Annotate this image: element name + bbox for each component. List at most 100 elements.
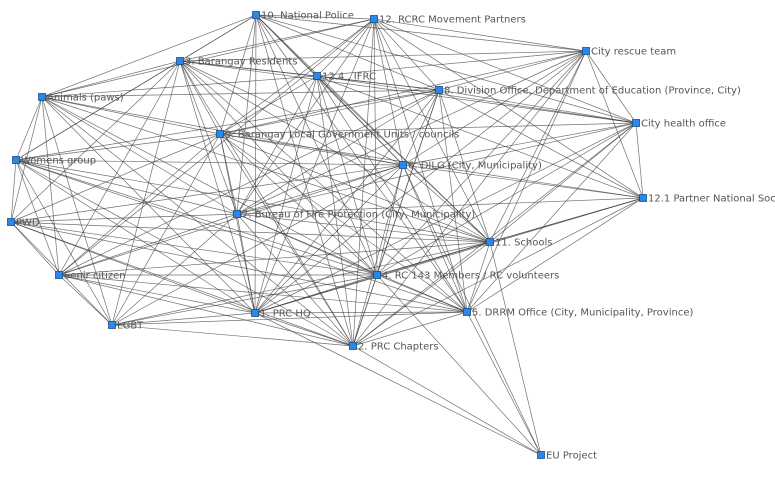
edge-npwd-n1 bbox=[10, 221, 256, 314]
edge-nch-n121 bbox=[635, 122, 644, 199]
edge-n12-ncr bbox=[373, 18, 587, 52]
edge-n12-n1 bbox=[254, 18, 375, 314]
node-marker bbox=[486, 238, 494, 246]
edge-n2-neu bbox=[352, 345, 542, 456]
node-npwd: PWD bbox=[7, 218, 40, 229]
edge-nan-n8 bbox=[41, 89, 440, 98]
edge-ncr-n1 bbox=[254, 50, 587, 314]
edge-n124-n8 bbox=[316, 75, 440, 91]
edge-n8-n9 bbox=[219, 89, 440, 135]
edge-n3-n9 bbox=[179, 60, 221, 135]
edge-n6-n121 bbox=[402, 164, 644, 199]
edge-npwd-nsc bbox=[10, 221, 60, 276]
node-label: PWD bbox=[16, 218, 40, 229]
edge-ncr-nch bbox=[585, 50, 637, 124]
edge-nsc-n5 bbox=[58, 274, 468, 313]
edge-n9-n2 bbox=[219, 133, 354, 347]
edge-n6-nsc bbox=[58, 164, 404, 276]
edge-nwg-nlg bbox=[15, 159, 113, 326]
node-n3: 3. Barangay Residents bbox=[176, 57, 297, 68]
edge-nwg-nsc bbox=[15, 159, 60, 276]
edge-n6-n5 bbox=[402, 164, 468, 313]
edge-n9-npwd bbox=[10, 133, 221, 223]
edge-n9-n4 bbox=[219, 133, 378, 276]
edge-n121-n7 bbox=[236, 197, 644, 215]
edge-nch-n2 bbox=[352, 122, 637, 347]
edge-n6-n4 bbox=[376, 164, 404, 276]
node-label: 3. Barangay Residents bbox=[185, 57, 297, 68]
node-label: Animals (paws) bbox=[47, 93, 124, 104]
edge-n1-neu bbox=[254, 312, 542, 456]
node-n4: 4. RC 143 Members / RC volunteers bbox=[373, 271, 559, 282]
node-label: 10. National Police bbox=[261, 11, 354, 22]
node-marker bbox=[632, 119, 640, 127]
edge-nwg-n11 bbox=[15, 159, 491, 243]
edge-nch-n1 bbox=[254, 122, 637, 314]
edge-nan-nsc bbox=[41, 96, 60, 276]
edge-n3-nwg bbox=[15, 60, 181, 161]
edge-n8-n121 bbox=[438, 89, 644, 199]
node-label: 8. Division Office, Department of Educat… bbox=[444, 86, 741, 97]
node-label: EU Project bbox=[546, 451, 597, 462]
node-marker bbox=[38, 93, 46, 101]
edge-n124-n121 bbox=[316, 75, 644, 199]
node-ncr: City rescue team bbox=[582, 47, 676, 58]
edge-npwd-n4 bbox=[10, 221, 378, 276]
node-n7: 7. Bureau of Fire Protection (City, Muni… bbox=[233, 210, 475, 221]
edge-nwg-n5 bbox=[15, 159, 468, 313]
edge-n124-n1 bbox=[254, 75, 318, 314]
edge-n12-nan bbox=[41, 18, 375, 98]
edge-n3-npwd bbox=[10, 60, 181, 223]
edge-n7-n11 bbox=[236, 213, 491, 243]
node-marker bbox=[435, 86, 443, 94]
edge-n8-nwg bbox=[15, 89, 440, 161]
node-label: 9. Barangay Local Government Units / cou… bbox=[225, 130, 459, 141]
node-n2: 2. PRC Chapters bbox=[349, 342, 439, 353]
edge-n4-nlg bbox=[111, 274, 378, 326]
edge-n12-n3 bbox=[179, 18, 375, 62]
edge-nwg-n4 bbox=[15, 159, 378, 276]
edge-n6-nlg bbox=[111, 164, 404, 326]
edge-nsc-n1 bbox=[58, 274, 256, 314]
node-n1: 1. PRC HQ bbox=[251, 309, 311, 320]
edge-nwg-n6 bbox=[15, 159, 404, 166]
node-marker bbox=[582, 47, 590, 55]
edge-n8-n5 bbox=[438, 89, 468, 313]
node-label: City health office bbox=[641, 119, 726, 130]
edge-n1-n2 bbox=[254, 312, 354, 347]
edge-n4-n5 bbox=[376, 274, 468, 313]
edge-n11-nlg bbox=[111, 241, 491, 326]
edge-n12-n121 bbox=[373, 18, 644, 199]
edge-nch-n5 bbox=[466, 122, 637, 313]
edge-n3-n1 bbox=[179, 60, 256, 314]
node-n8: 8. Division Office, Department of Educat… bbox=[435, 86, 741, 97]
edge-n124-nan bbox=[41, 75, 318, 98]
edge-n12-n9 bbox=[219, 18, 375, 135]
edge-n10-n5 bbox=[255, 14, 468, 313]
node-label: 5. DRRM Office (City, Municipality, Prov… bbox=[472, 308, 693, 319]
edge-ncr-n5 bbox=[466, 50, 587, 313]
edge-n7-n1 bbox=[236, 213, 256, 314]
node-marker bbox=[349, 342, 357, 350]
node-label: 4. RC 143 Members / RC volunteers bbox=[382, 271, 559, 282]
edge-n12-nch bbox=[373, 18, 637, 124]
edge-n6-n7 bbox=[236, 164, 404, 215]
edge-n9-nsc bbox=[58, 133, 221, 276]
edge-n8-n6 bbox=[402, 89, 440, 166]
edge-n124-n7 bbox=[236, 75, 318, 215]
edge-n11-neu bbox=[489, 241, 542, 456]
edge-n10-nch bbox=[255, 14, 637, 124]
edge-ncr-n124 bbox=[316, 50, 587, 77]
edge-n9-n1 bbox=[219, 133, 256, 314]
edge-n5-nlg bbox=[111, 311, 468, 326]
node-label: City rescue team bbox=[591, 47, 676, 58]
node-label: 12.1 Partner National Societies bbox=[648, 194, 775, 205]
edge-n3-n5 bbox=[179, 60, 468, 313]
edge-nch-n4 bbox=[376, 122, 637, 276]
node-nch: City health office bbox=[632, 119, 726, 130]
edge-n3-nan bbox=[41, 60, 181, 98]
edge-n6-neu bbox=[402, 164, 542, 456]
edge-n10-n1 bbox=[254, 14, 257, 314]
edge-nwg-n1 bbox=[15, 159, 256, 314]
